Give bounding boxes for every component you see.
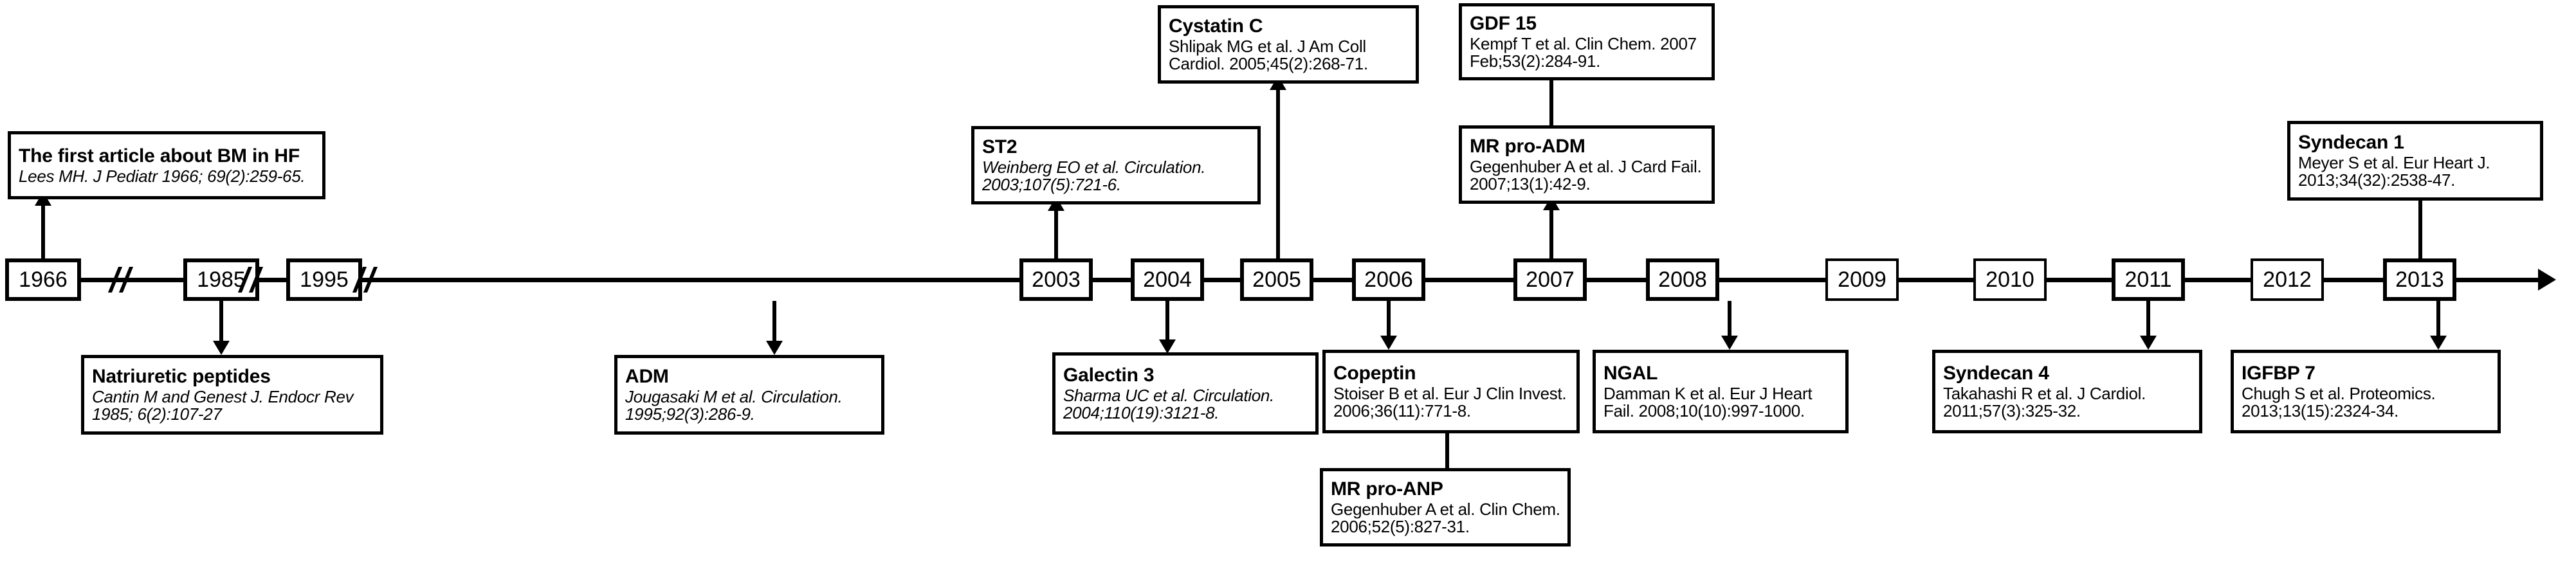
year-label: 2008 — [1658, 267, 1707, 292]
entry-box-gdf-15[interactable]: GDF 15 Kempf T et al. Clin Chem. 2007 Fe… — [1459, 3, 1715, 80]
arrowhead-igfbp-7-icon — [2430, 336, 2447, 350]
year-box-2006[interactable]: 2006 — [1352, 258, 1425, 301]
year-label: 2006 — [1364, 267, 1413, 292]
connector-mr-pro-anp — [1445, 433, 1449, 469]
year-box-1995[interactable]: 1995 — [286, 258, 362, 301]
year-label: 2011 — [2124, 267, 2172, 292]
year-label: 2009 — [1838, 267, 1886, 292]
entry-citation: Jougasaki M et al. Circulation. 1995;92(… — [625, 386, 843, 424]
entry-citation: Stoiser B et al. Eur J Clin Invest. 2006… — [1333, 383, 1567, 421]
connector-mr-pro-adm — [1549, 204, 1553, 271]
year-box-2011[interactable]: 2011 — [2112, 258, 2185, 301]
year-box-2004[interactable]: 2004 — [1131, 258, 1204, 301]
connector-copeptin — [1387, 301, 1391, 336]
entry-title: Copeptin — [1333, 362, 1416, 384]
connector-ngal — [1728, 301, 1731, 336]
entry-citation: Damman K et al. Eur J Heart Fail. 2008;1… — [1603, 383, 1813, 421]
entry-citation: Cantin M and Genest J. Endocr Rev 1985; … — [92, 386, 354, 424]
year-label: 1985 — [197, 267, 246, 292]
entry-citation: Chugh S et al. Proteomics. 2013;13(15):2… — [2242, 383, 2436, 421]
entry-title: Cystatin C — [1169, 15, 1263, 37]
arrowhead-natriuretic-peptides-icon — [213, 341, 230, 355]
year-label: 2013 — [2395, 267, 2444, 292]
entry-box-syndecan-4[interactable]: Syndecan 4 Takahashi R et al. J Cardiol.… — [1932, 350, 2202, 433]
entry-title: MR pro-ADM — [1470, 135, 1585, 157]
year-box-1966[interactable]: 1966 — [5, 258, 81, 301]
entry-box-syndecan-1[interactable]: Syndecan 1 Meyer S et al. Eur Heart J. 2… — [2287, 121, 2543, 201]
year-box-2005[interactable]: 2005 — [1240, 258, 1313, 301]
arrowhead-copeptin-icon — [1380, 336, 1397, 350]
entry-box-natriuretic-peptides[interactable]: Natriuretic peptides Cantin M and Genest… — [81, 355, 383, 435]
entry-box-copeptin[interactable]: Copeptin Stoiser B et al. Eur J Clin Inv… — [1322, 350, 1580, 433]
connector-st2 — [1054, 204, 1058, 271]
year-box-2012[interactable]: 2012 — [2251, 258, 2324, 301]
year-box-2009[interactable]: 2009 — [1825, 258, 1899, 301]
connector-igfbp-7 — [2436, 301, 2440, 336]
entry-box-adm[interactable]: ADM Jougasaki M et al. Circulation. 1995… — [614, 355, 884, 435]
entry-title: Galectin 3 — [1063, 364, 1155, 386]
connector-syndecan-1 — [2418, 201, 2422, 271]
connector-syndecan-4 — [2146, 301, 2150, 336]
year-label: 2004 — [1143, 267, 1192, 292]
entry-box-first-article[interactable]: The first article about BM in HF Lees MH… — [8, 131, 325, 199]
year-label: 2012 — [2263, 267, 2312, 292]
connector-adm — [772, 301, 776, 341]
entry-title: The first article about BM in HF — [19, 145, 300, 167]
entry-citation: Shlipak MG et al. J Am Coll Cardiol. 200… — [1169, 36, 1368, 74]
year-label: 2007 — [1526, 267, 1575, 292]
connector-cystatin-c — [1276, 84, 1280, 271]
year-box-2003[interactable]: 2003 — [1019, 258, 1093, 301]
year-label: 1966 — [19, 267, 68, 292]
arrowhead-syndecan-4-icon — [2140, 336, 2157, 350]
entry-title: Natriuretic peptides — [92, 365, 271, 387]
arrowhead-adm-icon — [766, 341, 783, 355]
entry-citation: Meyer S et al. Eur Heart J. 2013;34(32):… — [2298, 152, 2490, 190]
entry-title: GDF 15 — [1470, 12, 1537, 34]
entry-citation: Lees MH. J Pediatr 1966; 69(2):259-65. — [19, 166, 306, 186]
entry-title: Syndecan 1 — [2298, 131, 2404, 153]
year-box-2007[interactable]: 2007 — [1513, 258, 1587, 301]
entry-title: IGFBP 7 — [2242, 362, 2316, 384]
entry-citation: Takahashi R et al. J Cardiol. 2011;57(3)… — [1943, 383, 2146, 421]
entry-box-galectin-3[interactable]: Galectin 3 Sharma UC et al. Circulation.… — [1052, 352, 1319, 435]
year-label: 2010 — [1986, 267, 2034, 292]
entry-title: Syndecan 4 — [1943, 362, 2049, 384]
entry-citation: Weinberg EO et al. Circulation. 2003;107… — [982, 157, 1206, 195]
timeline-arrow-icon — [2538, 269, 2556, 291]
entry-title: ST2 — [982, 136, 1018, 158]
year-box-2010[interactable]: 2010 — [1973, 258, 2047, 301]
entry-title: NGAL — [1603, 362, 1658, 384]
entry-title: ADM — [625, 365, 669, 387]
connector-natriuretic-peptides — [219, 301, 223, 341]
year-label: 1995 — [300, 267, 349, 292]
year-label: 2003 — [1032, 267, 1081, 292]
year-label: 2005 — [1252, 267, 1301, 292]
connector-galectin-3 — [1165, 301, 1169, 339]
entry-citation: Gegenhuber A et al. Clin Chem. 2006;52(5… — [1331, 499, 1560, 537]
entry-box-mr-pro-anp[interactable]: MR pro-ANP Gegenhuber A et al. Clin Chem… — [1320, 468, 1571, 546]
year-box-2008[interactable]: 2008 — [1646, 258, 1719, 301]
entry-box-cystatin-c[interactable]: Cystatin C Shlipak MG et al. J Am Coll C… — [1158, 5, 1419, 84]
entry-citation: Gegenhuber A et al. J Card Fail. 2007;13… — [1470, 156, 1702, 194]
arrowhead-galectin-3-icon — [1159, 339, 1176, 354]
entry-citation: Kempf T et al. Clin Chem. 2007 Feb;53(2)… — [1470, 33, 1697, 71]
entry-citation: Sharma UC et al. Circulation. 2004;110(1… — [1063, 385, 1274, 423]
entry-box-mr-pro-adm[interactable]: MR pro-ADM Gegenhuber A et al. J Card Fa… — [1459, 125, 1715, 204]
entry-box-st2[interactable]: ST2 Weinberg EO et al. Circulation. 2003… — [971, 126, 1261, 204]
year-box-1985[interactable]: 1985 — [183, 258, 259, 301]
arrowhead-ngal-icon — [1721, 336, 1738, 350]
entry-box-igfbp-7[interactable]: IGFBP 7 Chugh S et al. Proteomics. 2013;… — [2231, 350, 2501, 433]
connector-gdf-15 — [1549, 80, 1553, 125]
year-box-2013[interactable]: 2013 — [2383, 258, 2456, 301]
entry-title: MR pro-ANP — [1331, 478, 1443, 500]
connector-first-article — [41, 199, 45, 271]
entry-box-ngal[interactable]: NGAL Damman K et al. Eur J Heart Fail. 2… — [1593, 350, 1849, 433]
